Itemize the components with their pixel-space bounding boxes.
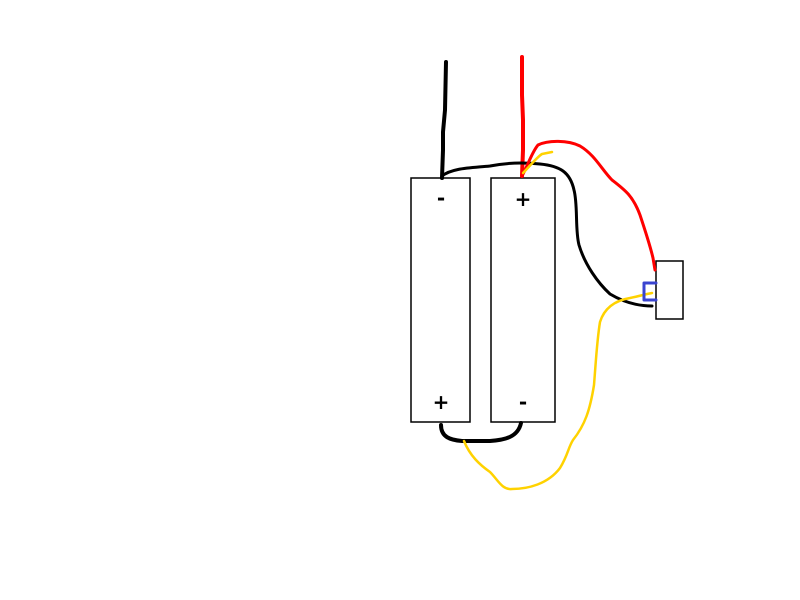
black-bridge-wire [440, 161, 654, 308]
battery-cell-left-body [410, 177, 471, 423]
battery-cell-right-top-terminal: + [515, 187, 532, 211]
red-lead-wire [520, 55, 525, 178]
yellow-short-wire [521, 150, 554, 175]
yellow-loop-wire [462, 291, 654, 491]
battery-cell-right-bottom-terminal: - [519, 390, 527, 414]
switch-contact-icon [642, 281, 658, 302]
battery-cell-left-top-terminal: - [437, 186, 445, 210]
battery-cell-left-bottom-terminal: + [433, 390, 450, 414]
battery-cell-right-body [490, 177, 556, 423]
battery-cell-left: - + [410, 177, 471, 423]
black-lead-wire [440, 60, 448, 180]
red-switch-wire [520, 139, 657, 272]
switch-block [655, 260, 684, 320]
black-series-link-wire [439, 421, 523, 443]
battery-cell-right: + - [490, 177, 556, 423]
